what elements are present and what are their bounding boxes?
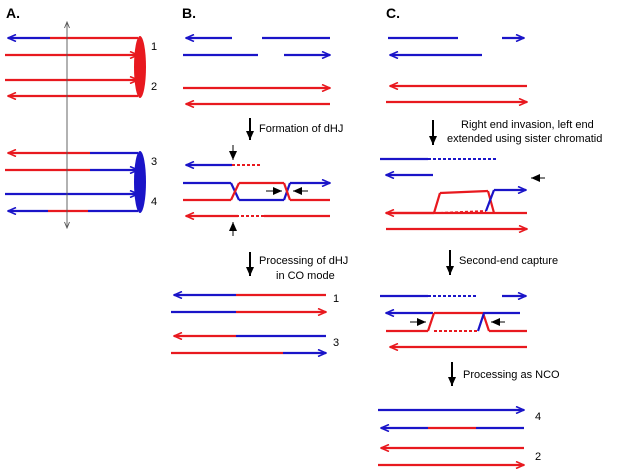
b-step2-label-1: Processing of dHJ [259, 255, 348, 267]
panel-b-title: B. [182, 5, 196, 21]
label-4: 4 [151, 196, 157, 208]
panel-a: A. 1 2 3 [5, 5, 157, 228]
b-dhj-structure [183, 165, 330, 216]
c-label-4: 4 [535, 411, 541, 423]
label-2: 2 [151, 81, 157, 93]
c-step3-label: Processing as NCO [463, 369, 560, 381]
b-label-1: 1 [333, 293, 339, 305]
label-1: 1 [151, 41, 157, 53]
c-invasion-structure [380, 157, 527, 229]
centromere-red [134, 36, 146, 98]
c-label-2: 2 [535, 451, 541, 463]
b-label-3: 3 [333, 337, 339, 349]
panel-c: C. Right end invasion, left end extended… [378, 5, 602, 465]
label-3: 3 [151, 156, 157, 168]
panel-c-title: C. [386, 5, 400, 21]
c-step1-label-2: extended using sister chromatid [447, 133, 602, 145]
b-step2-label-2: in CO mode [276, 270, 335, 282]
centromere-blue [134, 151, 146, 213]
b-step1-label: Formation of dHJ [259, 123, 343, 135]
c-capture-structure [380, 296, 527, 347]
c-step2-label: Second-end capture [459, 255, 558, 267]
panel-a-title: A. [6, 5, 20, 21]
panel-b: B. Formation of dHJ [171, 5, 348, 353]
c-step1-label-1: Right end invasion, left end [461, 119, 594, 131]
